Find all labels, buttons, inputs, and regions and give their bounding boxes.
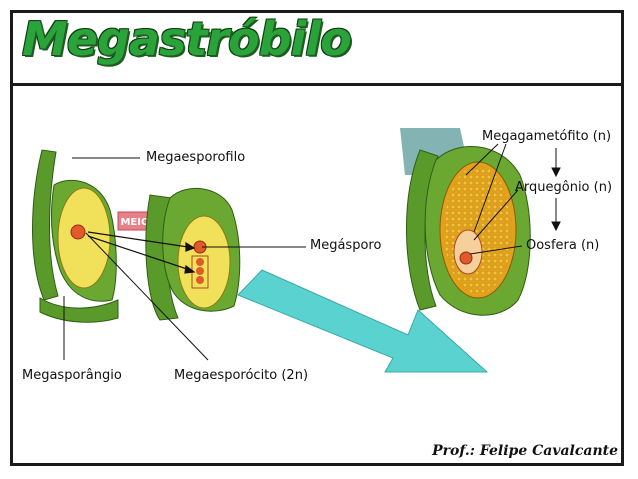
- meiosis-arrows: [87, 231, 196, 274]
- label-arquegonio: Arquegônio (n): [515, 180, 613, 195]
- middle-ovule: [145, 187, 241, 321]
- label-megasporo: Megásporo: [310, 238, 382, 253]
- label-megasporangio: Megasporângio: [22, 368, 122, 383]
- flow-arrows: [551, 148, 561, 232]
- right-ovule: [400, 128, 531, 316]
- title-bar: [10, 10, 624, 86]
- left-ovule: [32, 149, 119, 323]
- leader-lines: [63, 143, 523, 361]
- label-megaesporofilo: Megaesporofilo: [146, 150, 246, 165]
- label-oosfera: Oosfera (n): [526, 238, 600, 253]
- meiose-text: MEIOSE: [120, 217, 163, 228]
- label-megagametofito: Megagametófito (n): [482, 129, 612, 144]
- label-megaesporocito: Megaesporócito (2n): [174, 368, 309, 383]
- cyan-arrow: [237, 269, 489, 373]
- slide-title: Megastróbilo: [22, 12, 352, 66]
- author-credit: Prof.: Felipe Cavalcante: [432, 443, 618, 459]
